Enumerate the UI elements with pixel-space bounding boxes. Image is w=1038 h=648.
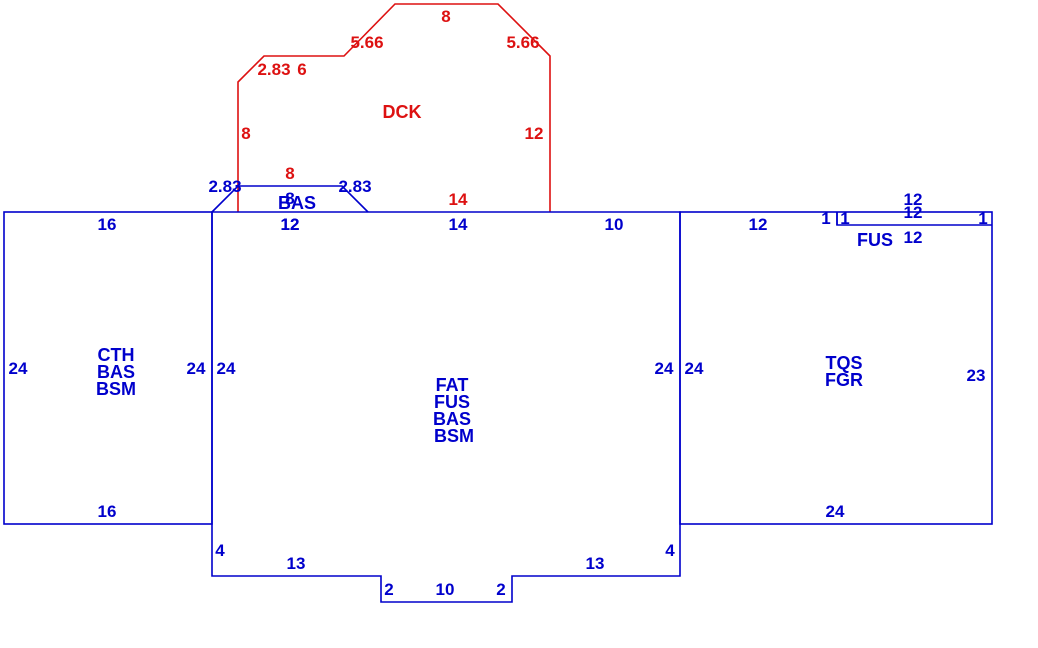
main-code-4: BSM [434, 426, 474, 446]
overhang-dim-top: 12 [904, 190, 923, 209]
left-wing-dim-right: 24 [187, 359, 206, 378]
bay-code-label: BAS [278, 193, 316, 213]
overhang-dim-bottom: 12 [904, 228, 923, 247]
overhang-dim-mid: 12 [904, 203, 923, 222]
main-dim-bump-right: 2 [496, 580, 505, 599]
bay-dim-top: 8 [285, 189, 294, 208]
right-wing-dim-bottom: 24 [826, 502, 845, 521]
overhang-section[interactable]: FUS 12 12 12 [836, 190, 992, 250]
deck-code-label: DCK [383, 102, 422, 122]
deck-dim-step: 6 [297, 60, 306, 79]
deck-dim-left: 8 [241, 124, 250, 143]
main-dim-left: 24 [217, 359, 236, 378]
deck-dim-inner: 8 [285, 164, 294, 183]
main-dim-top-mid: 14 [449, 215, 468, 234]
bay-dim-right-diag: 2.83 [338, 177, 371, 196]
main-dim-top-right: 10 [605, 215, 624, 234]
overhang-code-label: FUS [857, 230, 893, 250]
right-wing-dim-notch-left-a: 1 [821, 209, 830, 228]
bay-outline [211, 185, 369, 213]
left-wing-dim-left: 24 [9, 359, 28, 378]
main-dim-bump-left: 2 [384, 580, 393, 599]
left-wing-code-2: BAS [97, 362, 135, 382]
right-wing-dim-notch-right: 1 [978, 209, 987, 228]
bay-section[interactable]: BAS 2.83 2.83 8 12 [208, 177, 371, 234]
left-wing-code-1: CTH [98, 345, 135, 365]
right-wing-dim-notch-left-b: 1 [840, 209, 849, 228]
right-wing-dim-left: 24 [685, 359, 704, 378]
main-code-2: FUS [434, 392, 470, 412]
main-dim-jog-left: 4 [215, 541, 225, 560]
main-dim-top-left: 12 [281, 215, 300, 234]
right-wing-dim-top: 12 [749, 215, 768, 234]
bay-dim-left-diag: 2.83 [208, 177, 241, 196]
deck-dim-upper-left-diag: 5.66 [350, 33, 383, 52]
right-wing-dim-right: 23 [967, 366, 986, 385]
right-wing-section[interactable]: TQS FGR 12 24 23 24 1 1 1 [679, 209, 993, 525]
deck-dim-top: 8 [441, 7, 450, 26]
main-dim-bottom-right: 13 [586, 554, 605, 573]
deck-dim-upper-right-diag: 5.66 [506, 33, 539, 52]
deck-dim-corner-diag: 2.83 [257, 60, 290, 79]
deck-dim-bottom: 14 [449, 190, 468, 209]
left-wing-dim-top: 16 [98, 215, 117, 234]
right-wing-code-2: FGR [825, 370, 863, 390]
left-wing-dim-bottom: 16 [98, 502, 117, 521]
right-wing-code-1: TQS [825, 353, 862, 373]
main-code-3: BAS [433, 409, 471, 429]
left-wing-code-3: BSM [96, 379, 136, 399]
main-dim-bump-bottom: 10 [436, 580, 455, 599]
bay-dim-base: 12 [281, 215, 300, 234]
deck-section[interactable]: DCK 8 5.66 5.66 2.83 6 8 12 8 14 [237, 3, 551, 212]
main-code-1: FAT [436, 375, 469, 395]
left-wing-section[interactable]: CTH BAS BSM 16 16 24 24 [3, 211, 213, 525]
deck-dim-right: 12 [525, 124, 544, 143]
main-dim-jog-right: 4 [665, 541, 675, 560]
main-dim-bottom-left: 13 [287, 554, 306, 573]
right-wing-outline [679, 211, 993, 525]
main-section[interactable]: FAT FUS BAS BSM 14 10 24 24 4 4 13 13 2 … [211, 211, 681, 603]
deck-outline [237, 3, 551, 212]
main-dim-right: 24 [655, 359, 674, 378]
